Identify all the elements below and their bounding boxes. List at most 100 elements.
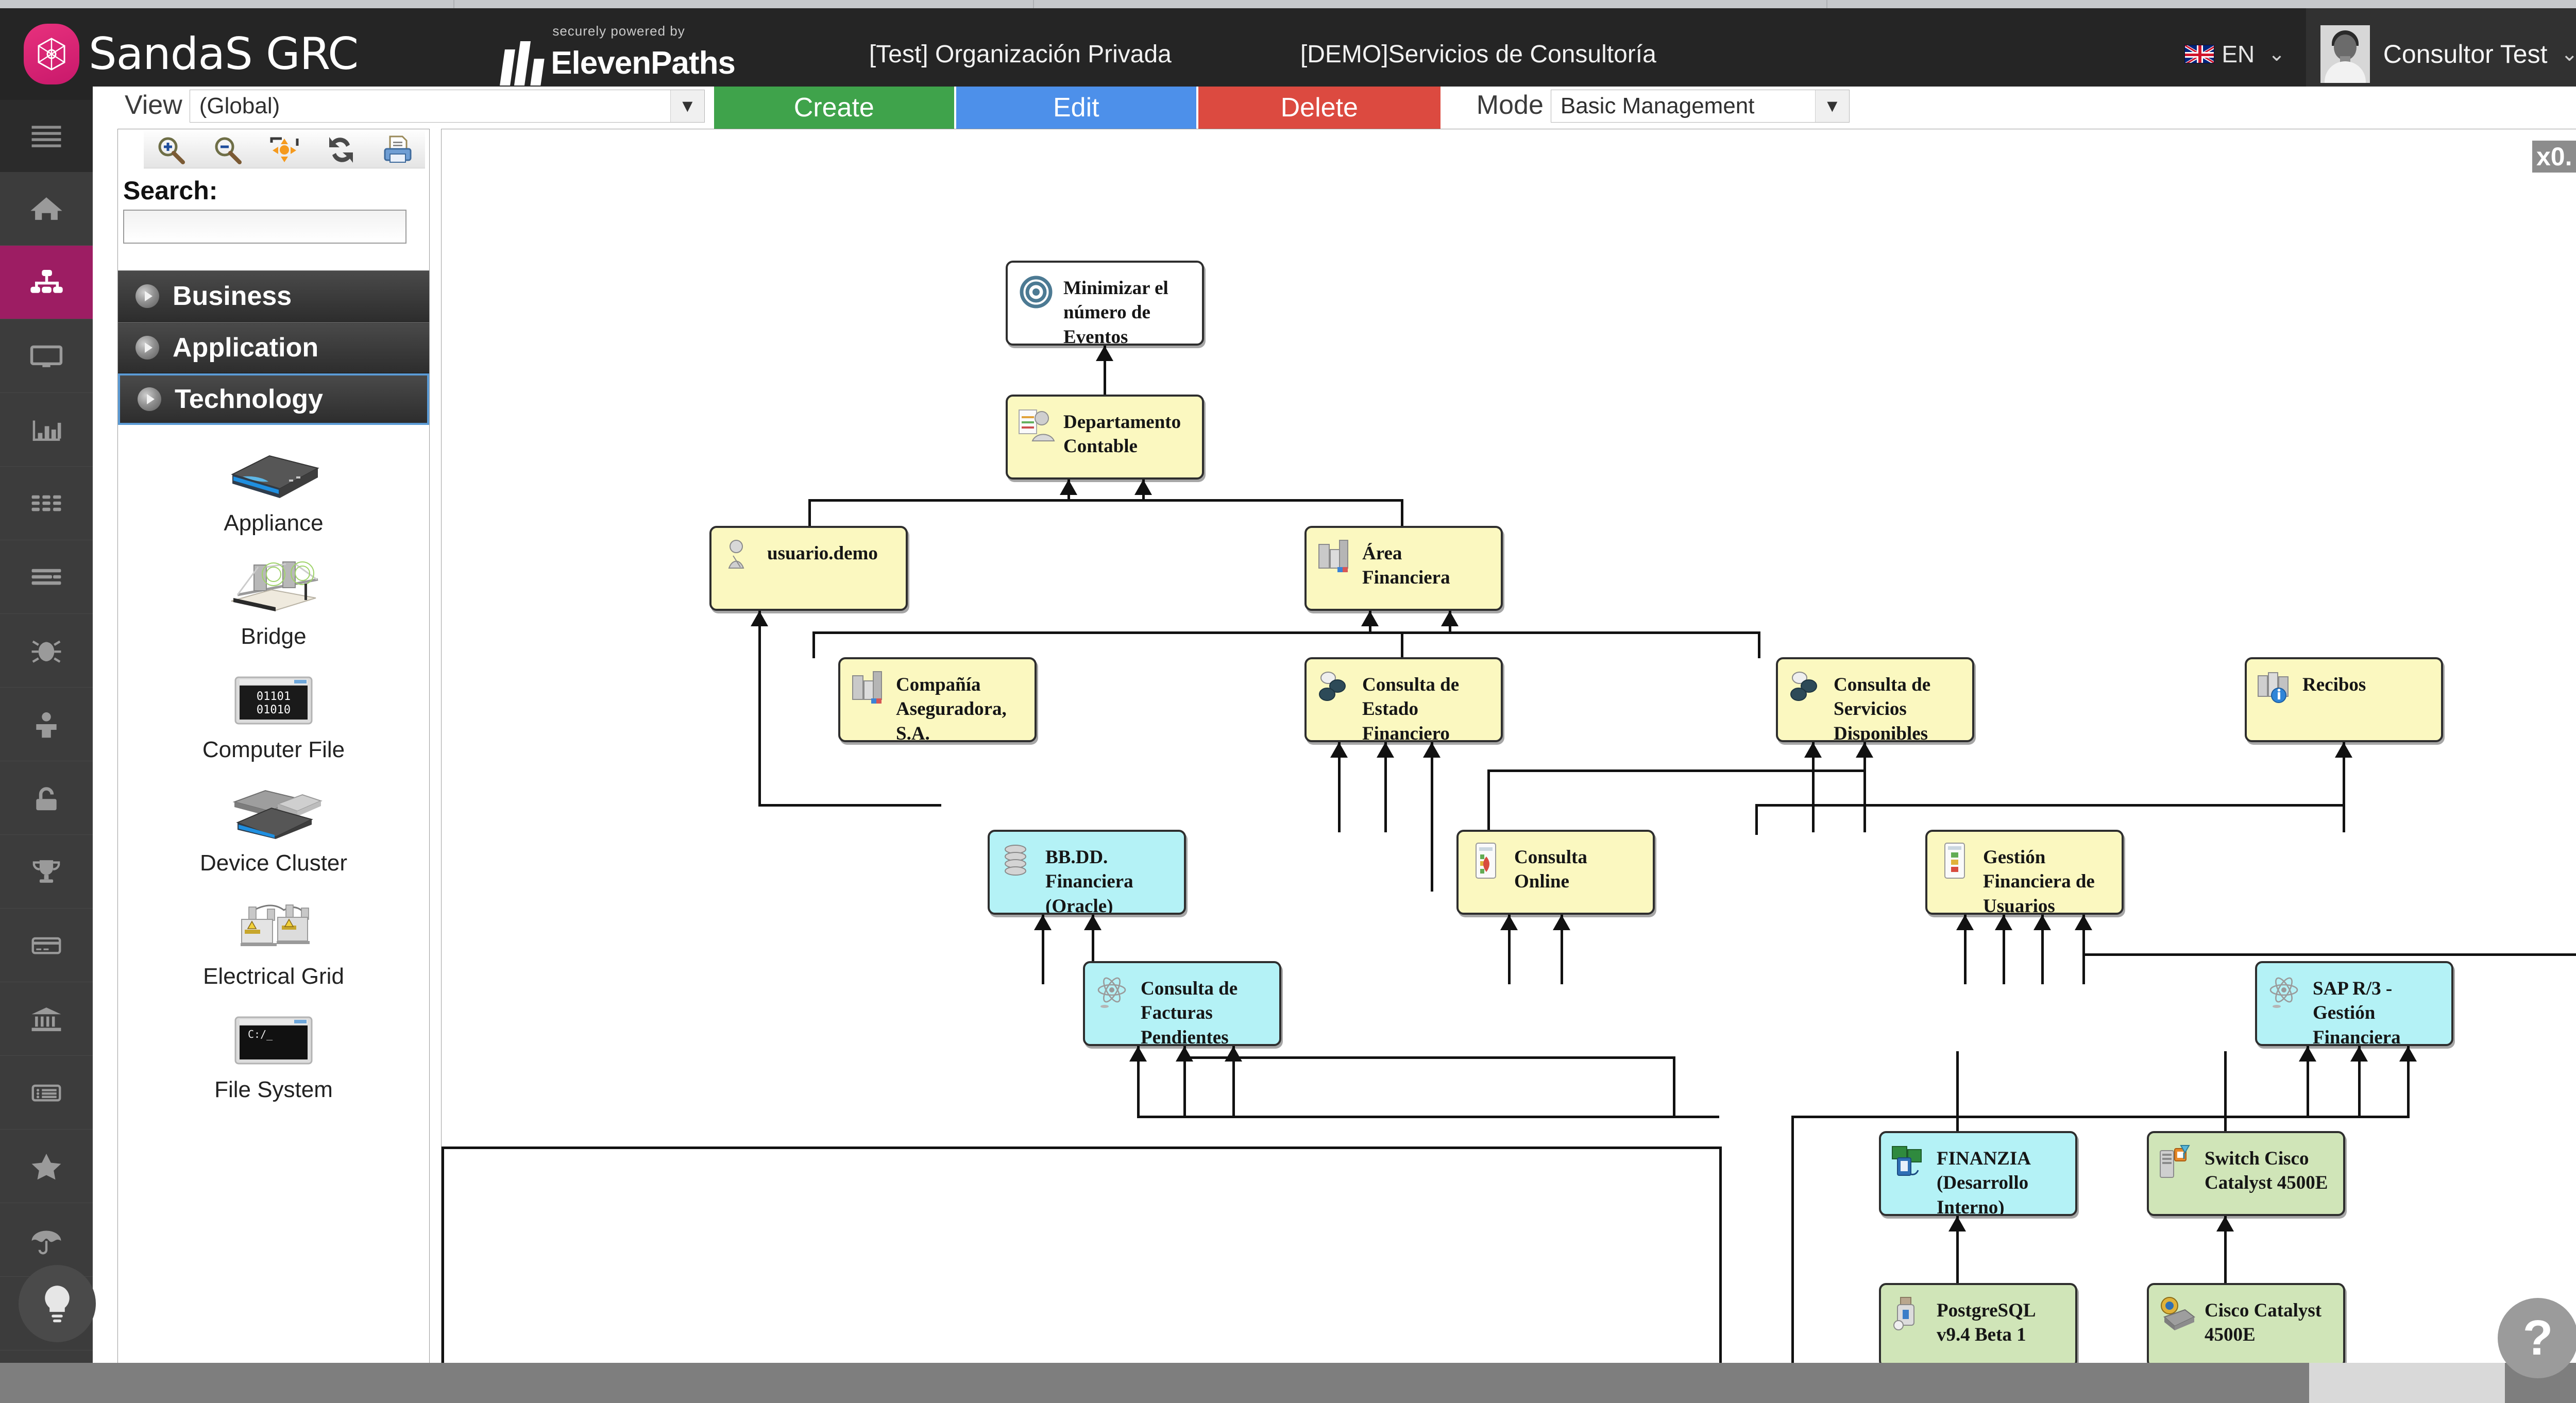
edge-connector — [758, 804, 941, 807]
sidebar-item-monitoring[interactable] — [0, 319, 93, 393]
edge-connector — [1719, 1147, 1722, 1402]
uk-flag-icon — [2184, 45, 2215, 63]
computer-file-icon: 01101 01010 — [222, 667, 325, 734]
diagram-node[interactable]: Consulta de Facturas Pendientes — [1083, 961, 1281, 1046]
system-icon — [1889, 1142, 1929, 1183]
edge-arrow — [2033, 915, 2051, 930]
zoom-in-icon[interactable] — [154, 134, 188, 165]
edge-arrow — [1060, 480, 1077, 495]
sidebar-item-records[interactable] — [0, 540, 93, 614]
accordion-business-label: Business — [173, 281, 292, 311]
svg-text:C:/_: C:/_ — [248, 1028, 273, 1040]
svg-text:01010: 01010 — [257, 704, 291, 716]
edge-arrow — [1948, 1216, 1966, 1231]
accordion-business[interactable]: Business — [118, 270, 429, 322]
help-button[interactable]: ? — [2498, 1298, 2576, 1378]
service-icon — [1786, 669, 1826, 709]
palette-item-bridge[interactable]: Bridge — [118, 554, 429, 649]
chevron-down-icon[interactable]: ▼ — [670, 90, 704, 122]
chevron-down-icon[interactable]: ▼ — [1815, 90, 1849, 122]
diagram-node[interactable]: PostgreSQL v9.4 Beta 1 — [1879, 1283, 2077, 1368]
sidebar-item-forms[interactable] — [0, 1056, 93, 1130]
sidebar-item-governance[interactable] — [0, 982, 93, 1056]
sidebar-item-catalogs[interactable] — [0, 467, 93, 540]
mode-select-value: Basic Management — [1560, 93, 1755, 118]
play-circle-icon — [138, 387, 161, 411]
diagram-node[interactable]: Consulta de Estado Financiero — [1304, 657, 1503, 742]
diagram-node[interactable]: Minimizar el número de Eventos recibidos — [1006, 261, 1204, 346]
brand[interactable]: SandaS GRC — [24, 24, 359, 84]
sidebar-item-security[interactable] — [0, 761, 93, 835]
diagram-node[interactable]: Consulta de Servicios Disponibles — [1776, 657, 1974, 742]
palette-item-file-system[interactable]: C:/_ File System — [118, 1007, 429, 1103]
sidebar-item-assets[interactable] — [0, 909, 93, 982]
zoom-out-icon[interactable] — [211, 134, 245, 165]
accordion-technology[interactable]: Technology — [118, 373, 429, 425]
sidebar-item-home[interactable] — [0, 172, 93, 246]
bar-chart-icon — [32, 420, 61, 441]
language-selector[interactable]: EN ⌄ — [2164, 8, 2306, 100]
bank-icon — [31, 1007, 61, 1032]
lock-icon — [36, 787, 57, 811]
node-label: PostgreSQL v9.4 Beta 1 — [1937, 1300, 2035, 1346]
diagram-node[interactable]: Departamento Contable — [1006, 395, 1204, 480]
edge-connector — [1042, 915, 1044, 984]
sidebar-item-people[interactable] — [0, 688, 93, 761]
mode-label: Mode — [1476, 90, 1544, 120]
fit-to-screen-icon[interactable] — [267, 134, 301, 165]
palette-item-appliance[interactable]: Appliance — [118, 440, 429, 536]
diagram-node[interactable]: Cisco Catalyst 4500E — [2147, 1283, 2345, 1368]
edge-connector — [2224, 1216, 2227, 1283]
trophy-icon — [32, 860, 60, 883]
create-button[interactable]: Create — [714, 87, 956, 129]
edge-arrow — [751, 611, 768, 626]
diagram-canvas[interactable]: Minimizar el número de Eventos recibidos… — [441, 129, 2576, 1403]
edge-arrow — [1330, 742, 1348, 758]
diagram-node[interactable]: FINANZIA (Desarrollo Interno) — [1879, 1131, 2077, 1216]
accordion-application[interactable]: Application — [118, 322, 429, 373]
sidebar-item-incidents[interactable] — [0, 614, 93, 688]
view-select-value: (Global) — [199, 93, 280, 118]
edge-connector — [1384, 742, 1387, 832]
edge-arrow — [1423, 742, 1440, 758]
sidebar-item-reports[interactable] — [0, 393, 93, 467]
mode-select[interactable]: Basic Management ▼ — [1550, 90, 1850, 123]
diagram-graph: Minimizar el número de Eventos recibidos… — [442, 129, 2576, 1402]
diagram-node[interactable]: BB.DD. Financiera (Oracle) — [988, 830, 1186, 915]
sidebar-item-favorites[interactable] — [0, 1130, 93, 1203]
edge-arrow — [1856, 742, 1873, 758]
diagram-node[interactable]: Switch Cisco Catalyst 4500E — [2147, 1131, 2345, 1216]
palette-item-device-cluster[interactable]: Device Cluster — [118, 780, 429, 876]
edge-connector — [2343, 742, 2345, 832]
edge-arrow — [1361, 611, 1379, 626]
diagram-node[interactable]: Compañía Aseguradora, S.A. — [838, 657, 1037, 742]
palette-item-computer-file[interactable]: 01101 01010 Computer File — [118, 667, 429, 763]
diagram-node[interactable]: Recibos — [2245, 657, 2443, 742]
sidebar-item-risk[interactable] — [0, 1203, 93, 1277]
delete-button[interactable]: Delete — [1198, 87, 1440, 129]
edge-connector — [1673, 1056, 1675, 1118]
edge-connector — [1338, 742, 1341, 832]
diagram-node[interactable]: usuario.demo — [709, 526, 908, 611]
hamburger-menu-icon[interactable] — [0, 100, 93, 172]
form-icon — [31, 1084, 61, 1102]
diagram-node[interactable]: Área Financiera — [1304, 526, 1503, 611]
print-icon[interactable] — [381, 134, 415, 165]
view-select[interactable]: (Global) ▼ — [189, 90, 705, 123]
refresh-icon[interactable] — [324, 134, 358, 165]
search-input[interactable] — [123, 210, 406, 244]
edge-connector — [2358, 1046, 2361, 1118]
sidebar-item-architecture[interactable] — [0, 246, 93, 319]
edge-connector — [1956, 1216, 1959, 1283]
node-label: FINANZIA (Desarrollo Interno) — [1937, 1148, 2030, 1216]
diagram-node[interactable]: Consulta Online — [1456, 830, 1655, 915]
user-menu[interactable]: Consultor Test ⌄ — [2306, 8, 2576, 100]
sidebar-item-compliance[interactable] — [0, 835, 93, 909]
diagram-node[interactable]: Gestión Financiera de Usuarios — [1925, 830, 2124, 915]
palette-item-electrical-grid[interactable]: Electrical Grid — [118, 894, 429, 989]
edit-button[interactable]: Edit — [956, 87, 1198, 129]
diagram-node[interactable]: SAP R/3 - Gestión Financiera — [2255, 961, 2453, 1046]
tips-button[interactable] — [19, 1265, 96, 1342]
edge-connector — [1791, 1116, 2410, 1118]
node-label: Consulta de Facturas Pendientes — [1141, 978, 1238, 1046]
